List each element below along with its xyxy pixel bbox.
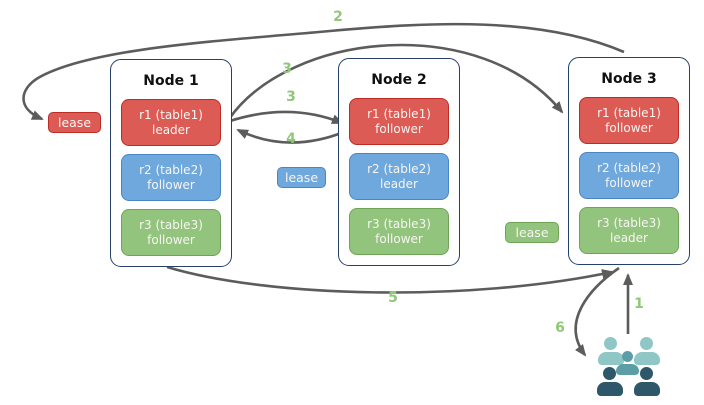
step-label-6: 6 — [555, 320, 565, 336]
replica-role: follower — [375, 121, 423, 136]
replica-role: leader — [379, 176, 418, 191]
replica-role: follower — [605, 175, 653, 190]
node-2-box: Node 2 r1 (table1) follower r2 (table2) … — [338, 58, 460, 266]
replica-r3-node2: r3 (table3) follower — [349, 208, 449, 255]
replica-range: r1 (table1) — [139, 107, 203, 122]
step-label-2: 2 — [333, 9, 343, 25]
replica-r1-node2: r1 (table1) follower — [349, 98, 449, 145]
step-label-3b: 3 — [286, 89, 296, 105]
replica-range: r3 (table3) — [139, 217, 203, 232]
step-label-1: 1 — [634, 296, 644, 312]
replica-r2-node2: r2 (table2) leader — [349, 153, 449, 200]
replica-r1-node1: r1 (table1) leader — [121, 99, 221, 146]
node-title: Node 3 — [601, 71, 657, 87]
replica-range: r2 (table2) — [367, 161, 431, 176]
arrow-step-3-node1-to-node2 — [229, 110, 344, 125]
replica-r3-node1: r3 (table3) follower — [121, 209, 221, 256]
replica-range: r2 (table2) — [597, 160, 661, 175]
lease-badge-r1: lease — [48, 112, 101, 133]
replica-range: r1 (table1) — [597, 105, 661, 120]
replica-role: leader — [151, 122, 190, 137]
lease-badge-r3: lease — [505, 222, 559, 243]
replica-list: r1 (table1) leader r2 (table2) follower … — [111, 99, 231, 256]
replica-role: follower — [605, 120, 653, 135]
replica-range: r2 (table2) — [139, 162, 203, 177]
replica-role: leader — [609, 230, 648, 245]
arrow-step-5-node1-to-node3 — [166, 265, 614, 294]
replica-list: r1 (table1) follower r2 (table2) followe… — [569, 97, 689, 254]
replica-range: r3 (table3) — [367, 216, 431, 231]
replica-role: follower — [147, 232, 195, 247]
users-icon — [593, 335, 665, 401]
step-label-3a: 3 — [282, 61, 292, 77]
replica-role: follower — [147, 177, 195, 192]
node-title: Node 1 — [143, 73, 199, 89]
replica-role: follower — [375, 231, 423, 246]
replica-r2-node3: r2 (table2) follower — [579, 152, 679, 199]
replica-range: r1 (table1) — [367, 106, 431, 121]
step-label-5: 5 — [388, 290, 398, 306]
node-1-box: Node 1 r1 (table1) leader r2 (table2) fo… — [110, 59, 232, 267]
lease-badge-r2: lease — [277, 167, 326, 188]
replica-r3-node3: r3 (table3) leader — [579, 207, 679, 254]
replica-r1-node3: r1 (table1) follower — [579, 97, 679, 144]
node-3-box: Node 3 r1 (table1) follower r2 (table2) … — [568, 57, 690, 265]
node-title: Node 2 — [371, 72, 427, 88]
step-label-4: 4 — [286, 131, 296, 147]
replica-range: r3 (table3) — [597, 215, 661, 230]
replica-r2-node1: r2 (table2) follower — [121, 154, 221, 201]
replica-list: r1 (table1) follower r2 (table2) leader … — [339, 98, 459, 255]
